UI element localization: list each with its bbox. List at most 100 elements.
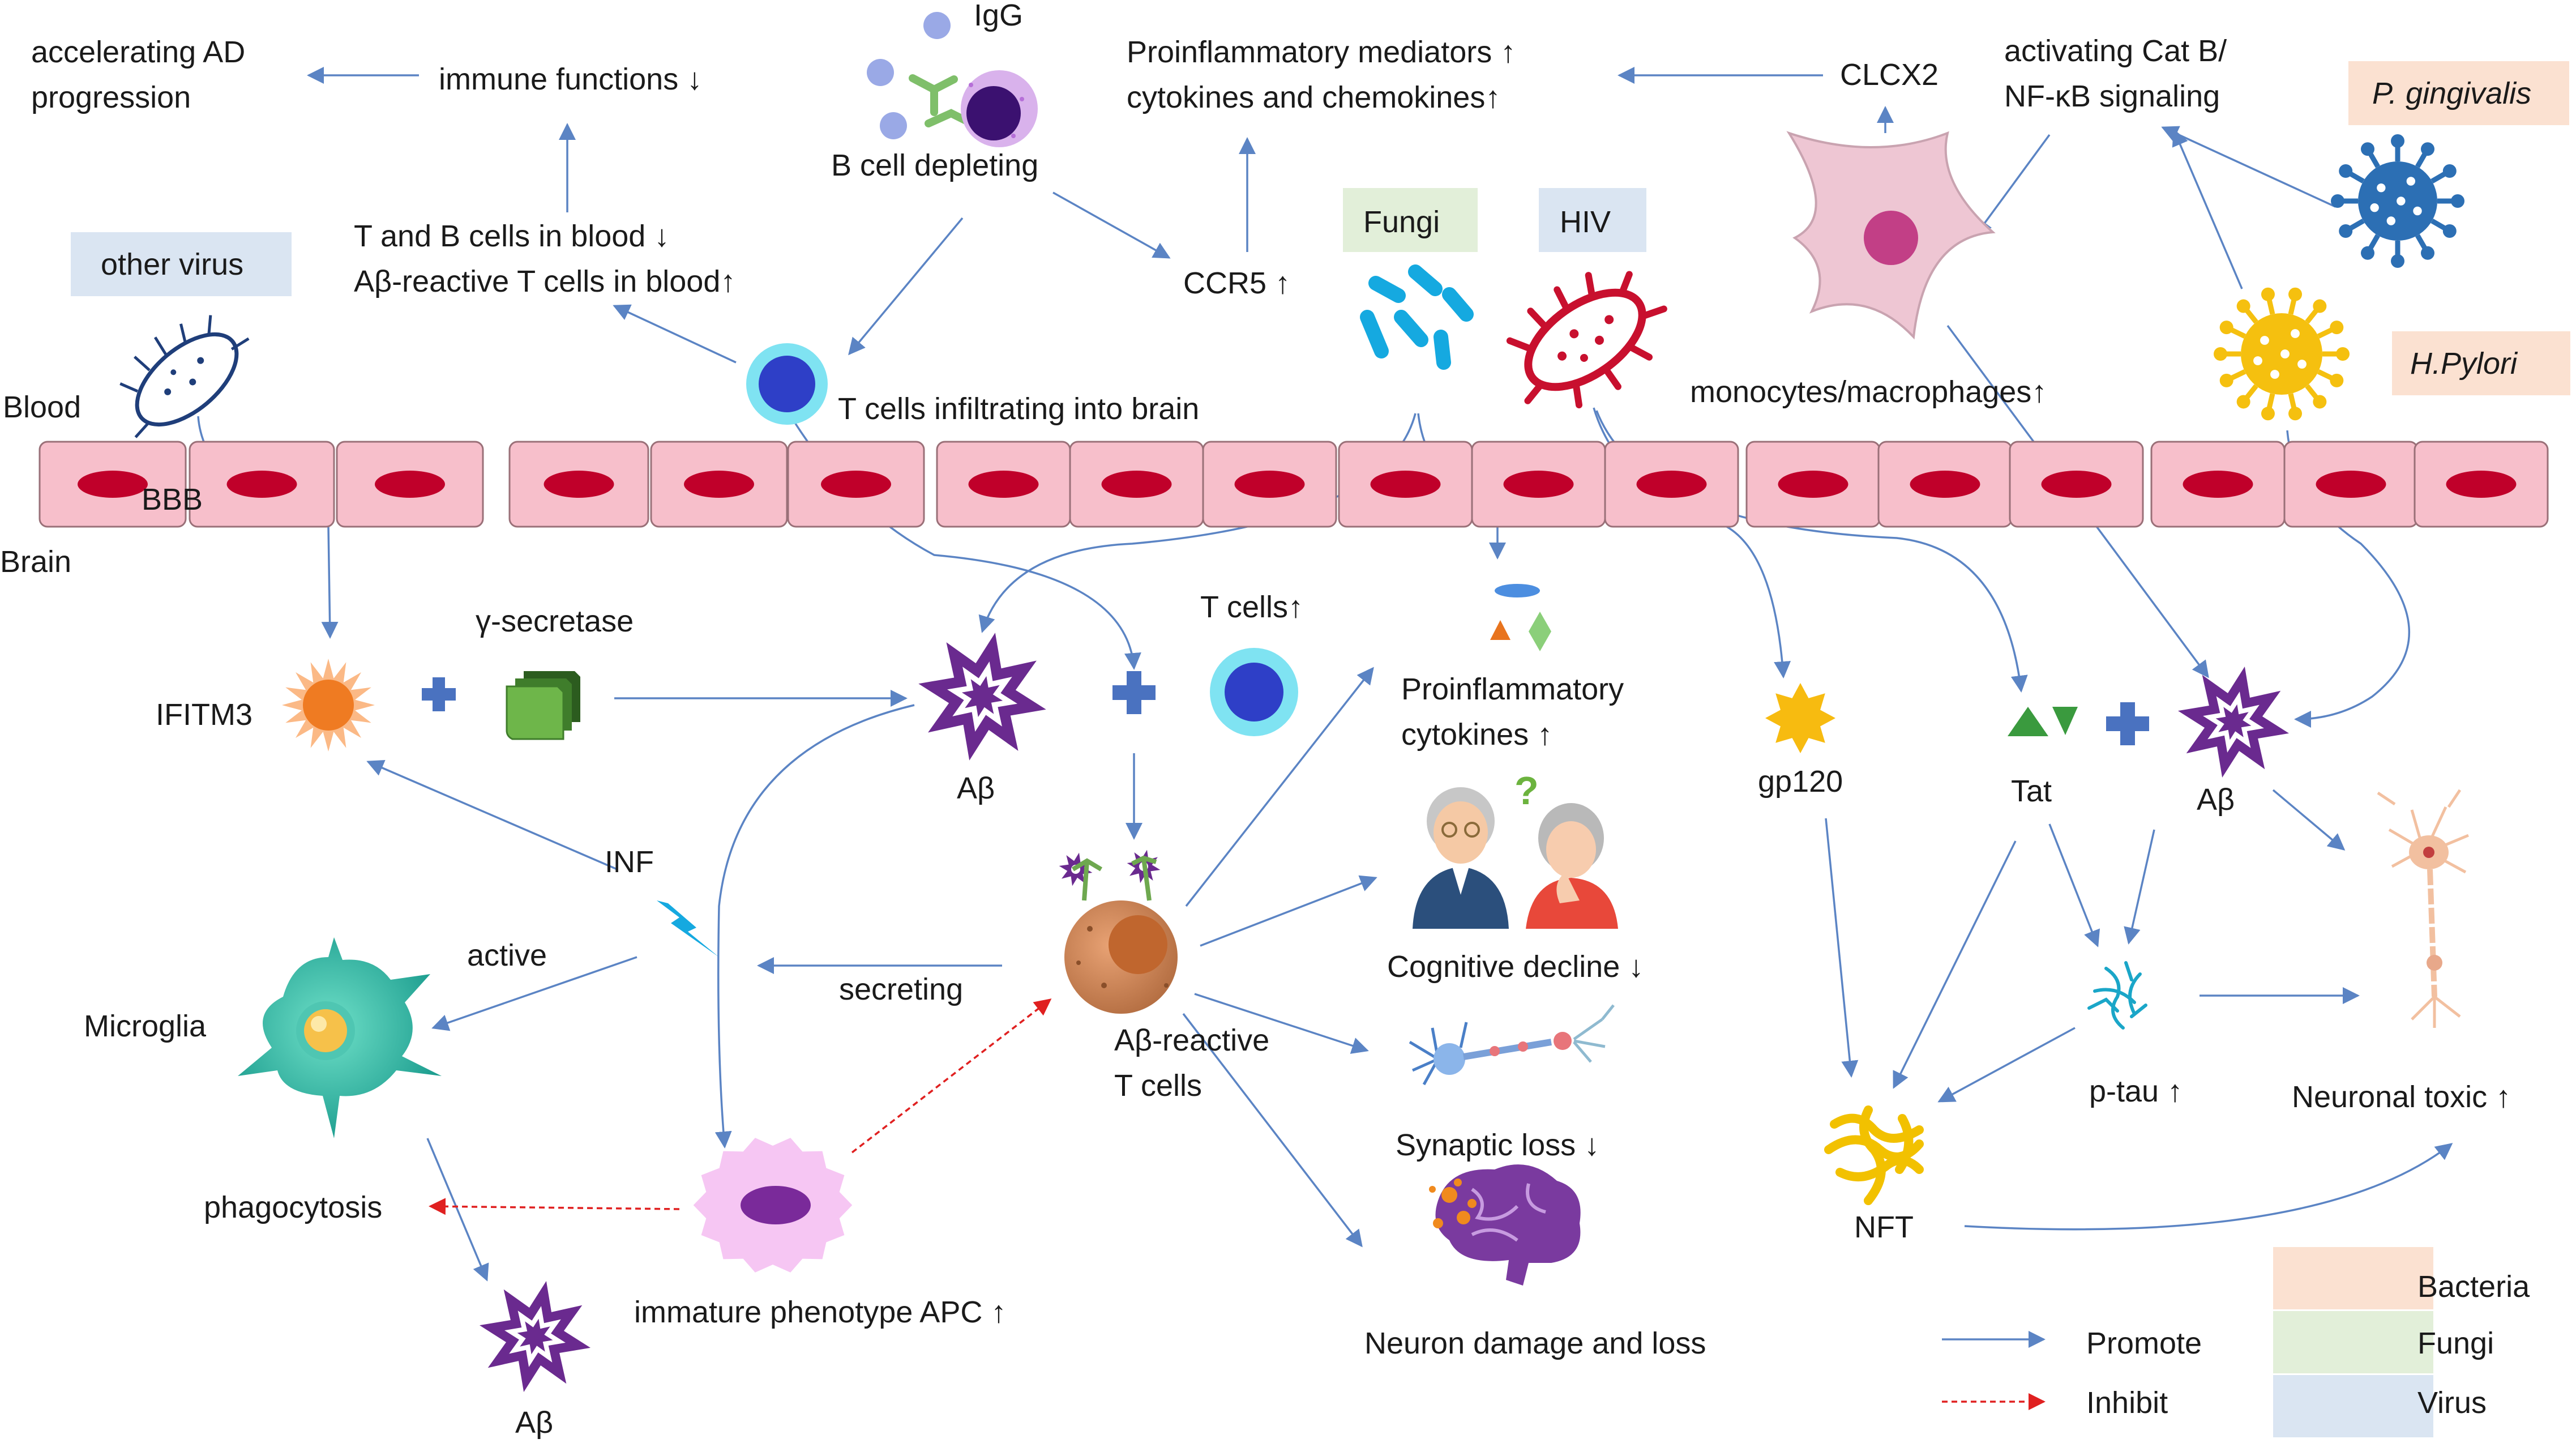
proinflam-mediators-label: Proinflammatory mediators ↑ — [1127, 35, 1516, 69]
arrow-apc-inhibit-abt — [851, 998, 1052, 1154]
b-cell-depleting-label: B cell depleting — [831, 148, 1038, 182]
p-gingivalis-box — [2348, 61, 2569, 125]
t-cells-up-label: T cells↑ — [1200, 590, 1303, 624]
bbb-endothelial-cell — [1069, 441, 1204, 528]
plus-icon — [422, 671, 2149, 745]
proinflam-cytokines-label: Proinflammatory — [1401, 672, 1624, 706]
arrow-ptau-to-nft — [1937, 1027, 2076, 1103]
bbb-endothelial-cell — [936, 441, 1071, 528]
brain-damage-icon — [1429, 1164, 1581, 1286]
arrow-bcell-to-ccr5 — [1052, 191, 1171, 259]
legend-fungi-label: Fungi — [2417, 1326, 2494, 1360]
ab-star — [480, 1281, 590, 1392]
bbb-endothelial-cell — [1604, 441, 1739, 528]
t-b-cells-blood-label: T and B cells in blood ↓ — [354, 219, 669, 253]
inf-lightning-icon — [657, 900, 719, 957]
p-tau-icon — [2087, 961, 2147, 1030]
fungi-label: Fungi — [1363, 205, 1440, 239]
hiv-label: HIV — [1560, 205, 1611, 239]
clcx2-label: CLCX2 — [1840, 58, 1939, 92]
cytokines-up-label: cytokines ↑ — [1401, 718, 1552, 752]
bbb-endothelial-cell — [1745, 441, 1881, 528]
nft-label: NFT — [1854, 1210, 1914, 1244]
fungi-box — [1343, 188, 1478, 252]
neuron-icon — [2377, 789, 2469, 1028]
ab-star — [2178, 667, 2289, 778]
legend-inhibit-label: Inhibit — [2086, 1386, 2168, 1420]
legend-virus-label: Virus — [2417, 1386, 2487, 1420]
arrow-apc-inhibit-phago — [429, 1198, 680, 1215]
blood-brain-barrier — [38, 441, 2549, 528]
monocytes-macrophages-label: monocytes/macrophages↑ — [1690, 375, 2047, 409]
ab-center-label: Aβ — [957, 771, 995, 805]
arrow-inf-to-ifitm3 — [366, 759, 618, 870]
t-cell-infiltrating-icon — [746, 343, 828, 425]
arrow-abt-to-neuron — [1182, 1013, 1363, 1248]
ab-reactive-t-blood-label: Aβ-reactive T cells in blood↑ — [354, 264, 735, 298]
ab-star-icon — [480, 633, 2289, 1392]
legend-promote-label: Promote — [2086, 1326, 2202, 1360]
arrow-ab-to-neuronal — [2272, 789, 2346, 851]
arrow-microglia-to-ab — [426, 1138, 489, 1282]
gamma-secretase-label: γ-secretase — [476, 604, 634, 638]
tat-label: Tat — [2011, 774, 2052, 808]
p-gingivalis-icon — [2331, 134, 2464, 268]
bbb-endothelial-cell — [2150, 441, 2286, 528]
ccr5-label: CCR5 ↑ — [1183, 266, 1290, 300]
arrow-ab-to-ptau — [2124, 829, 2155, 945]
ab-right-label: Aβ — [2197, 783, 2235, 817]
arrow-pging-to-catb — [2161, 126, 2336, 208]
label-boxes — [71, 61, 2570, 1437]
hiv-icon — [1506, 271, 1667, 409]
question-mark-label: ? — [1514, 769, 1539, 813]
arrow-bcell-to-tcell — [848, 217, 964, 356]
neuron-damage-label: Neuron damage and loss — [1364, 1326, 1706, 1360]
t-cell-icon — [1210, 648, 1298, 736]
active-label: active — [467, 938, 547, 972]
fungi-icon — [1360, 264, 1474, 370]
bbb-endothelial-cell — [1471, 441, 1606, 528]
bbb-endothelial-cell — [2009, 441, 2144, 528]
legend-fungi-swatch — [2273, 1311, 2433, 1373]
b-cell-igg-icon — [867, 12, 1038, 147]
bbb-endothelial-cell — [2283, 441, 2419, 528]
nft-icon — [1824, 1105, 1924, 1205]
bbb-endothelial-cell — [2414, 441, 2549, 528]
gamma-secretase-icon — [506, 671, 580, 740]
ifitm3-icon — [282, 659, 375, 752]
p-gingivalis-label: P. gingivalis — [2372, 76, 2531, 110]
bbb-endothelial-cell — [336, 441, 484, 528]
bbb-endothelial-cell — [787, 441, 925, 528]
promote-arrows — [197, 67, 2453, 1348]
t-cells-infiltrating-label: T cells infiltrating into brain — [838, 392, 1199, 426]
neuronal-toxic-label: Neuronal toxic ↑ — [2292, 1080, 2511, 1114]
ifitm3-label: IFITM3 — [156, 698, 253, 732]
arrow-abt-to-cognitive — [1200, 875, 1377, 947]
gp120-icon — [1765, 683, 1835, 753]
legend-virus-swatch — [2273, 1375, 2433, 1437]
arrow-hpylori-to-catb — [2172, 129, 2243, 289]
accelerating-ad-label: accelerating AD — [31, 35, 245, 69]
cytokines-chemokines-label: cytokines and chemokines↑ — [1127, 80, 1500, 114]
phagocytosis-label: phagocytosis — [204, 1190, 382, 1224]
synaptic-loss-label: Synaptic loss ↓ — [1396, 1128, 1599, 1162]
tat-icon — [2008, 707, 2078, 736]
hiv-box — [1539, 188, 1646, 252]
legend-bacteria-label: Bacteria — [2417, 1270, 2530, 1304]
arrow-abt-to-synaptic — [1194, 993, 1369, 1054]
h-pylori-label: H.Pylori — [2410, 347, 2518, 381]
h-pylori-box — [2392, 331, 2570, 395]
legend-bacteria-swatch — [2273, 1247, 2433, 1309]
other-virus-icon — [119, 315, 250, 438]
bbb-endothelial-cell — [38, 441, 187, 528]
cognitive-decline-label: Cognitive decline ↓ — [1387, 950, 1644, 984]
bbb-endothelial-cell — [508, 441, 649, 528]
other-virus-label: other virus — [101, 247, 243, 281]
arrow-tat-to-ptau — [2048, 823, 2100, 947]
inhibit-arrows — [429, 998, 2046, 1410]
bbb-endothelial-cell — [189, 441, 335, 528]
microglia-icon — [238, 937, 442, 1138]
arrow-abt-to-cytokines — [1185, 667, 1374, 907]
